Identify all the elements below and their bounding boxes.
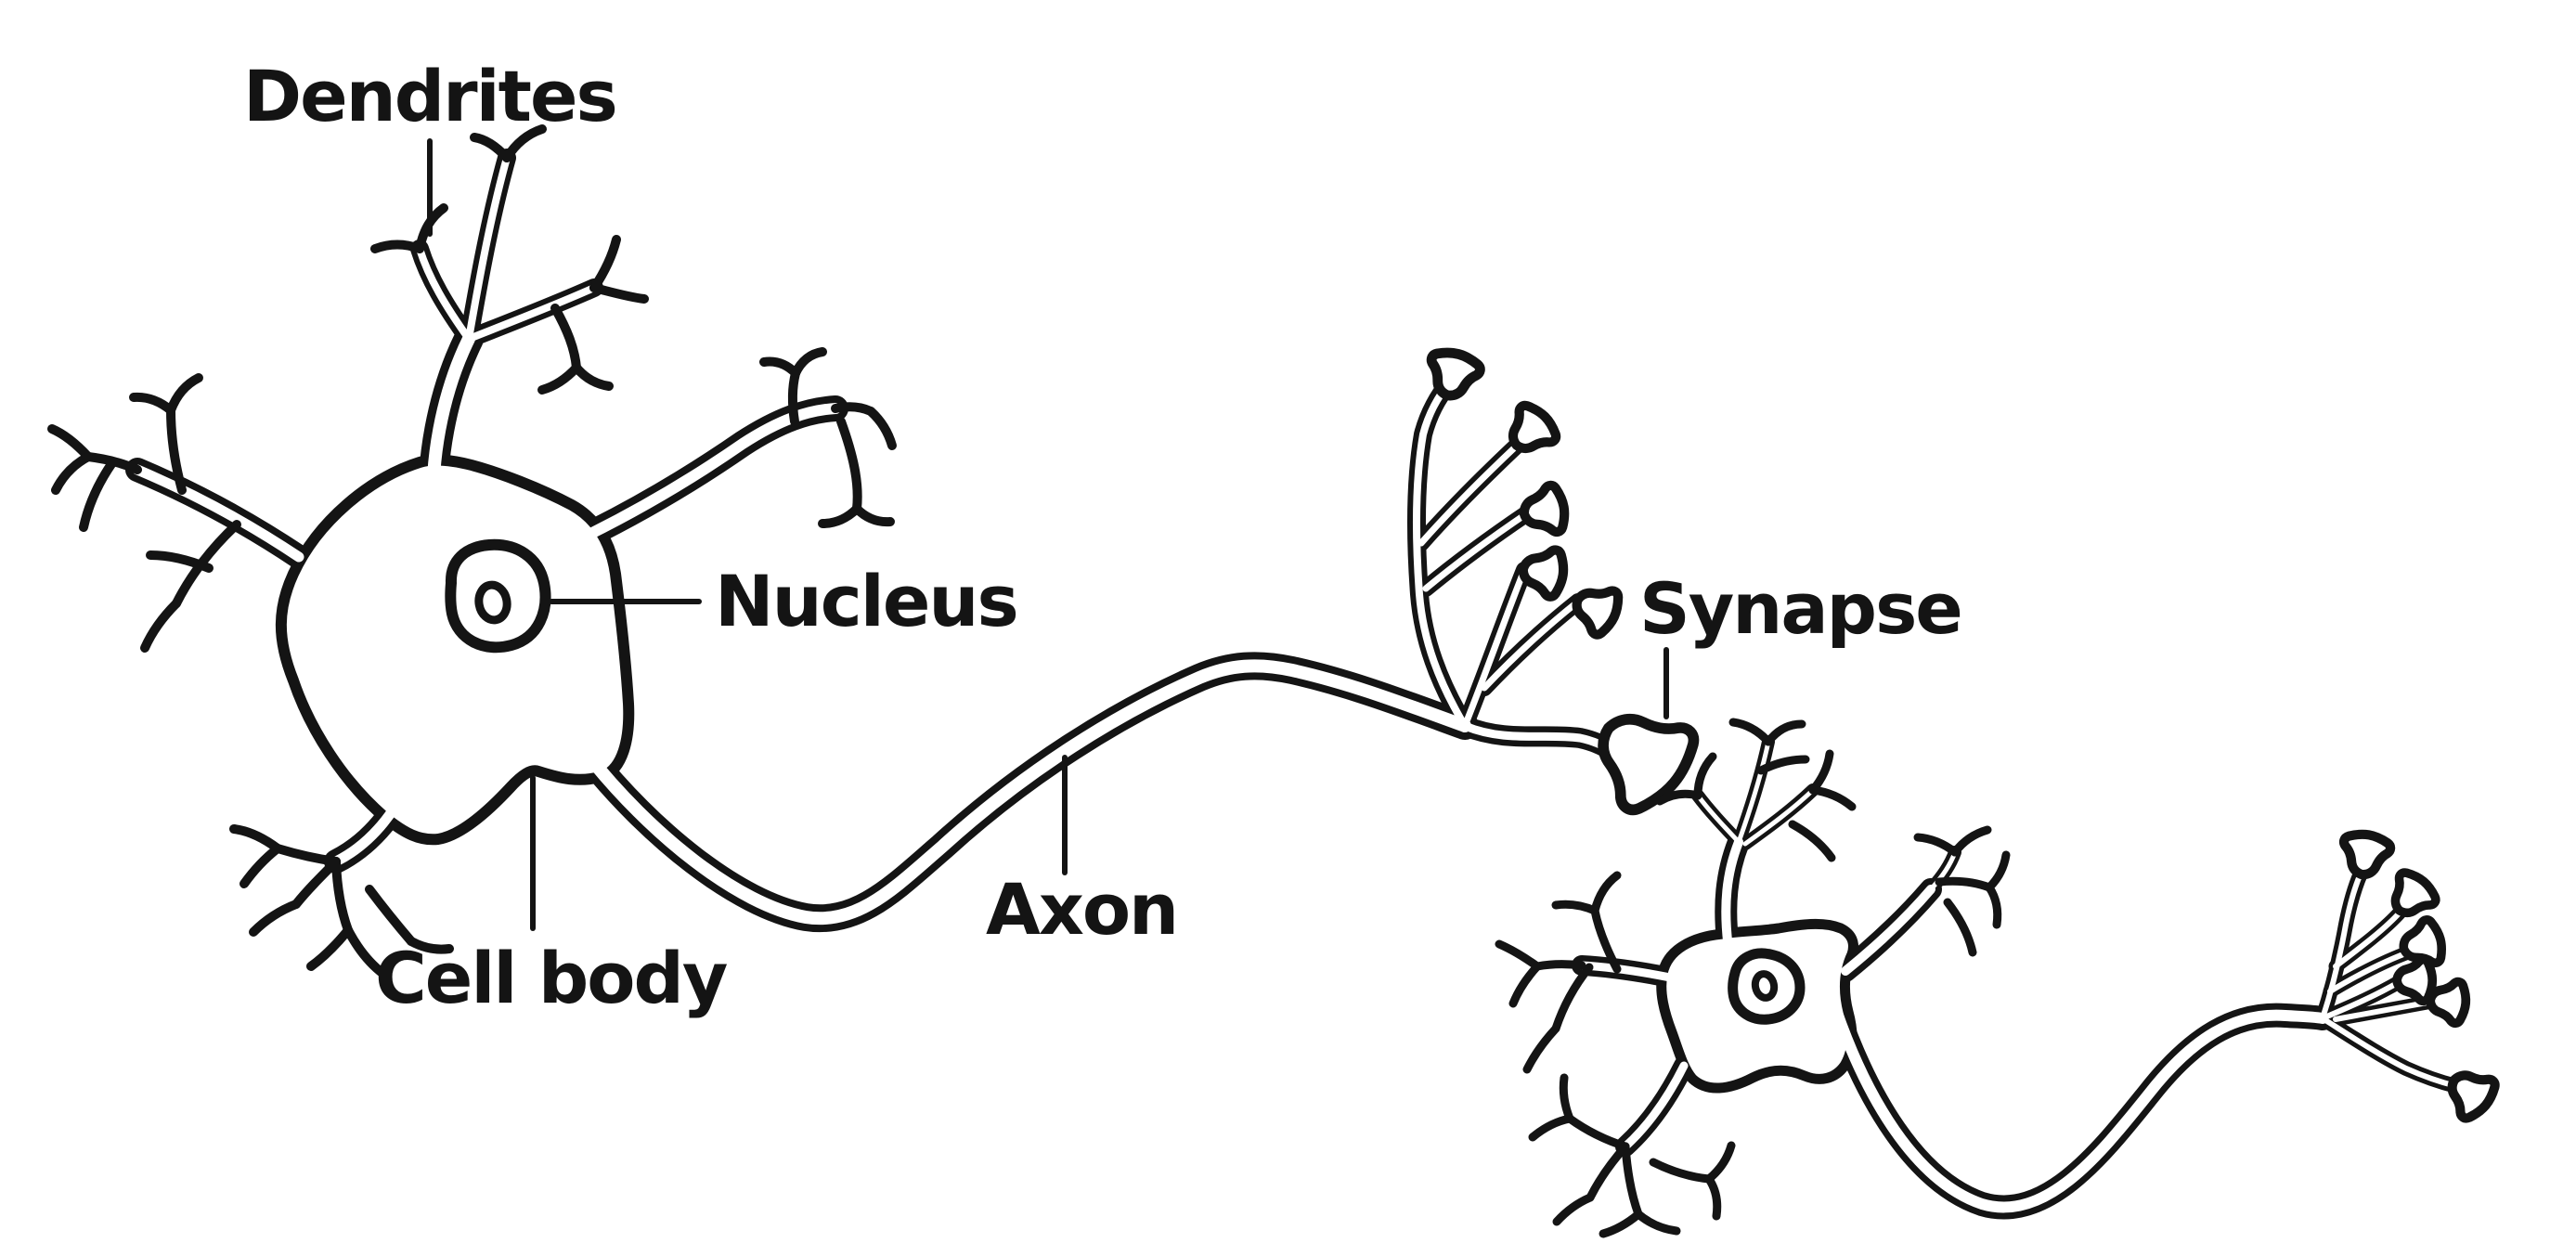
twig [79, 460, 116, 532]
dendrite-twigs [1495, 718, 2011, 1238]
twig [836, 417, 862, 513]
axon-label: Axon [986, 868, 1177, 951]
twig [502, 124, 547, 162]
twig [572, 363, 614, 391]
nucleolus [474, 580, 511, 625]
twig [291, 857, 341, 909]
twig [1649, 1158, 1714, 1184]
twig [1590, 871, 1622, 915]
twig [1985, 883, 2002, 929]
twig [589, 283, 649, 304]
neuron1-skeleton-white [132, 154, 1616, 926]
cell-body-label: Cell body [375, 937, 728, 1019]
twig [831, 402, 875, 416]
twig [1528, 1114, 1574, 1142]
axon-terminal-bulb [2440, 1061, 2501, 1123]
axon-terminal-bulb [1520, 546, 1566, 598]
twig [1590, 906, 1622, 974]
twig [791, 347, 827, 378]
twig [331, 857, 353, 935]
twig [166, 406, 187, 495]
soma-outline [275, 454, 635, 846]
twig [1565, 1114, 1630, 1151]
twig [1508, 962, 1542, 1008]
twig [537, 363, 581, 395]
nucleus-label: Nucleus [715, 560, 1017, 642]
twig [1495, 939, 1542, 971]
twig [47, 424, 93, 461]
twig [1533, 960, 1586, 971]
twig [1552, 1193, 1595, 1226]
twig [470, 133, 511, 162]
twig [1522, 1024, 1560, 1074]
twig [343, 926, 388, 978]
axon-terminal-bulb [1568, 578, 1625, 638]
twig [249, 900, 301, 937]
twig [1704, 1141, 1736, 1184]
twig [1559, 1073, 1574, 1123]
twig [1808, 749, 1834, 795]
twig [1913, 833, 1960, 857]
axon-terminal-bulb [1521, 484, 1568, 537]
synapse-label: Synapse [1639, 567, 1961, 650]
twig [818, 504, 861, 528]
axon-terminal-bulb [2339, 831, 2392, 878]
twig [1788, 820, 1836, 862]
twig [1808, 785, 1857, 811]
twig [1756, 755, 1810, 775]
synaptic-knob [1576, 690, 1705, 821]
twig [229, 824, 282, 853]
twig [166, 373, 203, 415]
twig [1599, 1210, 1643, 1238]
twig [1634, 1210, 1681, 1236]
twig [1693, 752, 1717, 800]
twig [1728, 718, 1773, 746]
presynaptic-neuron [47, 124, 1706, 978]
twig [306, 926, 353, 971]
twig [1943, 898, 1977, 957]
twig [1704, 1174, 1722, 1221]
twig [1621, 1142, 1643, 1219]
twig [407, 937, 454, 954]
twig [759, 356, 800, 378]
twig [365, 885, 416, 946]
twig [129, 392, 175, 415]
dendrites-label: Dendrites [243, 55, 616, 137]
twig [1586, 1142, 1630, 1202]
twig [787, 369, 800, 426]
twig [1551, 900, 1599, 915]
postsynaptic-neuron [1495, 718, 2501, 1238]
twig [146, 550, 214, 573]
twig [1950, 825, 1992, 857]
leader-lines [427, 138, 1669, 931]
twig [51, 452, 93, 495]
twig [239, 844, 282, 888]
twig [550, 304, 581, 372]
twig [370, 240, 424, 253]
twig [1985, 850, 2011, 892]
axon-terminal-bulb [2397, 960, 2432, 1002]
twig [866, 407, 897, 450]
twig [1764, 719, 1806, 746]
labels: Dendrites Nucleus Synapse Axon Cell body [243, 55, 1963, 1019]
twig [140, 599, 181, 653]
nucleolus [1751, 970, 1779, 1002]
twig [589, 235, 621, 292]
twig [1551, 963, 1594, 1033]
twig [852, 504, 895, 527]
twig [1935, 876, 1994, 892]
twig [1655, 789, 1702, 806]
dendrite-twigs [47, 124, 897, 978]
